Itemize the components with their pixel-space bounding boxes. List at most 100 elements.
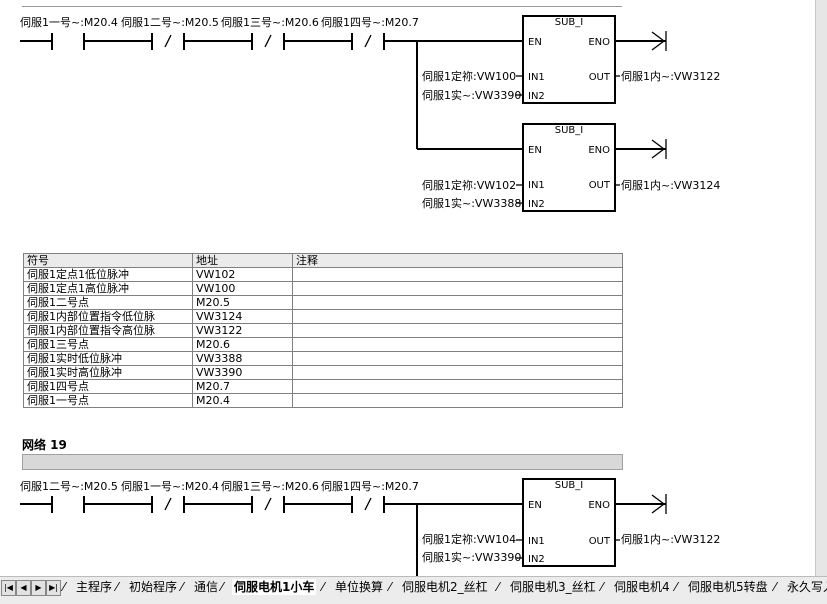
tab-servo2[interactable]: 伺服电机2_丝杠 [402,580,488,594]
symbol-cell[interactable]: 伺服1实时高位脉冲 [23,365,193,380]
contact-label[interactable]: 伺服1二号~:M20.5 [20,480,118,493]
sub-i-block[interactable]: SUB_I EN ENO IN1 OUT IN2 [522,123,616,212]
pin-in1: IN1 [528,536,545,547]
symbol-cell[interactable]: 伺服1内部位置指令低位脉 [23,309,193,324]
pin-eno: ENO [588,500,610,511]
pin-in1: IN1 [528,180,545,191]
address-cell[interactable]: VW3390 [192,365,293,380]
symbol-cell[interactable]: 伺服1二号点 [23,295,193,310]
pin-out: OUT [588,72,610,83]
network-comment-bar[interactable] [22,454,623,470]
tab-servo1-cart[interactable]: 伺服电机1小车 [232,579,317,595]
ladder-wires-top [20,31,667,204]
contact-label[interactable]: 伺服1四号~:M20.7 [321,16,419,29]
block-title: SUB_I [554,480,584,491]
contact-label[interactable]: 伺服1四号~:M20.7 [321,480,419,493]
contact-label[interactable]: 伺服1三号~:M20.6 [221,16,319,29]
pin-in2: IN2 [528,199,545,210]
first-icon[interactable]: |◀ [1,580,16,596]
tab-permanent-write[interactable]: 永久写入 [787,580,827,594]
program-tab-bar: |◀ ◀ ▶ ▶| ⁄ 主程序 ⁄ 初始程序 ⁄ 通信 ⁄ 伺服电机1小车 ⁄ … [0,576,827,604]
tab-unit-conv[interactable]: 单位换算 [335,580,384,594]
operand-in2[interactable]: 伺服1实~:VW3390 [422,89,522,102]
contact-label[interactable]: 伺服1一号~:M20.4 [20,16,118,29]
pin-eno: ENO [588,145,610,156]
column-header-comment: 注释 [292,253,623,268]
contact-label[interactable]: 伺服1一号~:M20.4 [121,480,219,493]
address-cell[interactable]: M20.4 [192,393,293,408]
symbol-cell[interactable]: 伺服1定点1高位脉冲 [23,281,193,296]
symbol-cell[interactable]: 伺服1定点1低位脉冲 [23,267,193,282]
address-cell[interactable]: VW102 [192,267,293,282]
symbol-cell[interactable]: 伺服1三号点 [23,337,193,352]
address-cell[interactable]: M20.6 [192,337,293,352]
operand-in2[interactable]: 伺服1实~:VW3388 [422,197,522,210]
pin-in1: IN1 [528,72,545,83]
pin-en: EN [528,37,542,48]
tab-comm[interactable]: 通信 [194,580,219,594]
address-cell[interactable]: VW100 [192,281,293,296]
tab-servo4[interactable]: 伺服电机4 [614,580,670,594]
symbol-cell[interactable]: 伺服1一号点 [23,393,193,408]
operand-out[interactable]: 伺服1内~:VW3124 [621,179,721,192]
operand-in1[interactable]: 伺服1定祢:VW102 [422,179,517,192]
pin-in2: IN2 [528,554,545,565]
address-cell[interactable]: M20.5 [192,295,293,310]
comment-cell[interactable] [292,309,623,324]
tab-main[interactable]: 主程序 [76,580,113,594]
last-icon[interactable]: ▶| [46,580,61,596]
sub-i-block[interactable]: SUB_I EN ENO IN1 OUT IN2 [522,478,616,567]
operand-out[interactable]: 伺服1内~:VW3122 [621,533,721,546]
next-icon[interactable]: ▶ [31,580,46,596]
address-cell[interactable]: M20.7 [192,379,293,394]
ladder-wires-bottom [20,494,667,576]
tab-init[interactable]: 初始程序 [129,580,178,594]
operand-out[interactable]: 伺服1内~:VW3122 [621,70,721,83]
network-title[interactable]: 网络 19 [22,438,67,452]
comment-cell[interactable] [292,267,623,282]
column-header-symbol: 符号 [23,253,193,268]
operand-in1[interactable]: 伺服1定祢:VW100 [422,70,517,83]
comment-cell[interactable] [292,281,623,296]
contact-label[interactable]: 伺服1三号~:M20.6 [221,480,319,493]
address-cell[interactable]: VW3388 [192,351,293,366]
comment-cell[interactable] [292,323,623,338]
comment-cell[interactable] [292,379,623,394]
operand-in2[interactable]: 伺服1实~:VW3390 [422,551,522,564]
previous-network-bottom [22,0,622,7]
contact-label[interactable]: 伺服1二号~:M20.5 [121,16,219,29]
pin-in2: IN2 [528,91,545,102]
comment-cell[interactable] [292,295,623,310]
operand-in1[interactable]: 伺服1定祢:VW104 [422,533,517,546]
pin-out: OUT [588,180,610,191]
comment-cell[interactable] [292,365,623,380]
symbol-cell[interactable]: 伺服1内部位置指令高位脉 [23,323,193,338]
comment-cell[interactable] [292,337,623,352]
sub-i-block[interactable]: SUB_I EN ENO IN1 OUT IN2 [522,15,616,104]
vertical-scrollbar[interactable] [815,0,827,576]
block-title: SUB_I [554,125,584,136]
pin-eno: ENO [588,37,610,48]
symbol-cell[interactable]: 伺服1四号点 [23,379,193,394]
comment-cell[interactable] [292,393,623,408]
symbol-cell[interactable]: 伺服1实时低位脉冲 [23,351,193,366]
address-cell[interactable]: VW3122 [192,323,293,338]
table-header-row: 符号 地址 注释 [23,253,623,268]
comment-cell[interactable] [292,351,623,366]
address-cell[interactable]: VW3124 [192,309,293,324]
tab-servo5[interactable]: 伺服电机5转盘 [688,580,768,594]
prev-icon[interactable]: ◀ [16,580,31,596]
block-title: SUB_I [554,17,584,28]
tab-servo3[interactable]: 伺服电机3_丝杠 [510,580,596,594]
